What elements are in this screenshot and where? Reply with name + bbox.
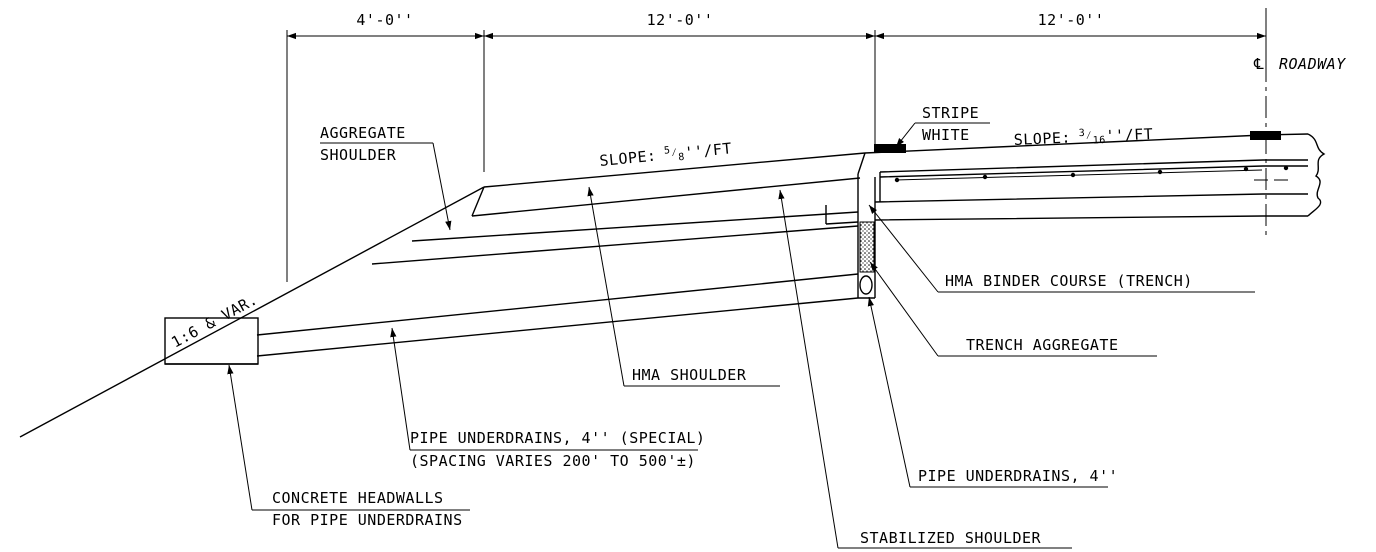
leader-pipe-4 [867,296,911,488]
leader-hma-shoulder [587,186,625,387]
pavement-break-line [1307,133,1326,217]
leader-aggregate [432,142,452,231]
pipe-underdrain-4in [859,275,873,295]
centerline-symbol: ℄ [1253,55,1264,73]
callout-trench-aggregate: TRENCH AGGREGATE [966,336,1119,354]
dimension-text-aggregate-shoulder: 4'-0'' [356,11,413,29]
leader-hma-binder [868,204,939,293]
side-slope-line [19,186,485,438]
dimension-text-hma-shoulder: 12'-0'' [647,11,714,29]
callout-aggregate-line2: SHOULDER [320,146,397,164]
svg-text:SLOPE:5⁄8''/FT: SLOPE:5⁄8''/FT [599,139,733,171]
callout-stabilized: STABILIZED SHOULDER [860,529,1042,547]
dimension-text-lane: 12'-0'' [1038,11,1105,29]
lane-bottom-line [874,215,1308,221]
trench-aggregate-fill [859,221,875,273]
callout-hma-shoulder: HMA SHOULDER [632,366,747,384]
slope-label-shoulder: SLOPE:5⁄8''/FT [599,139,733,171]
centerline-label: ROADWAY [1279,55,1346,73]
leader-stabilized [778,189,839,549]
callout-headwall-line2: FOR PIPE UNDERDRAINS [272,511,463,529]
shoulder-surface-line [483,152,866,188]
shoulder-edge-line [857,152,866,175]
callout-stripe-line2: WHITE [922,126,970,144]
shoulder-outer-edge [471,186,485,217]
callout-pipe-special-line2: (SPACING VARIES 200' TO 500'±) [410,452,696,470]
callout-aggregate-line1: AGGREGATE [320,124,406,142]
callout-pipe-4: PIPE UNDERDRAINS, 4'' [918,467,1118,485]
reinforcing-bars [894,165,1289,183]
lane-layer-line-1 [879,159,1308,173]
leader-stripe [895,122,916,148]
pavement-section [19,131,1326,438]
lane-layer-line-2 [879,165,1308,178]
svg-text:SLOPE:3⁄16''/FT: SLOPE:3⁄16''/FT [1013,125,1153,150]
underdrain-bottom-line [256,297,859,357]
callout-pipe-special-line1: PIPE UNDERDRAINS, 4'' (SPECIAL) [410,429,705,447]
slope-label-lane: SLOPE:3⁄16''/FT [1013,125,1153,150]
aggregate-layer-line [411,211,859,242]
callout-hma-binder: HMA BINDER COURSE (TRENCH) [945,272,1193,290]
underdrain-top-line [256,273,859,336]
callout-stripe-line1: STRIPE [922,104,979,122]
aggregate-bottom-line [371,225,859,265]
leader-pipe-special [390,327,411,451]
lane-layer-line-3 [874,193,1308,203]
shoulder-layer-line [471,177,861,217]
leader-trench-aggregate [869,261,939,357]
callout-headwall-line1: CONCRETE HEADWALLS [272,489,444,507]
leader-headwall [227,364,253,511]
edge-stripe-white [874,144,906,153]
shoulder-joint-bottom [825,221,859,225]
center-stripe [1250,131,1281,140]
slope-label-side: 1:6 & VAR. [168,290,260,351]
dimension-group: 4'-0'' 12'-0'' 12'-0'' [286,8,1267,282]
reinforcing-line [894,169,1263,181]
